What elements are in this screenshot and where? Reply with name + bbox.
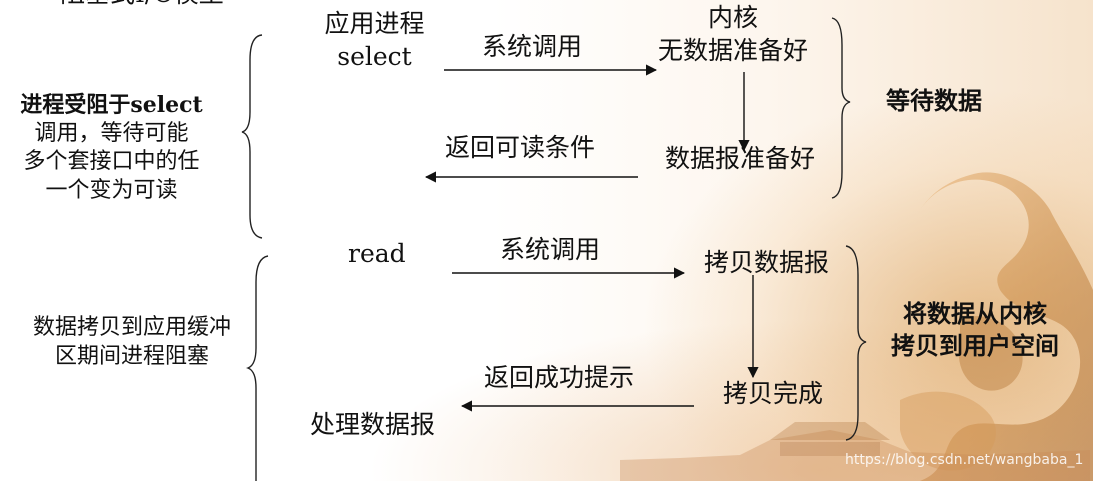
phase1-description: 进程受阻于select 调用，等待可能 多个套接口中的任 一个变为可读	[4, 91, 219, 205]
copy-to-user-label: 将数据从内核 拷贝到用户空间	[870, 298, 1080, 363]
kernel-line2: 无数据准备好	[657, 35, 808, 65]
watermark-text: https://blog.csdn.net/wangbaba_1	[845, 452, 1084, 468]
right-brace-phase1	[831, 17, 851, 199]
phase1-desc-line: 多个套接口中的任	[23, 149, 200, 175]
copy-to-user-line1: 将数据从内核	[903, 299, 1047, 328]
app-process-line1: 应用进程	[324, 9, 425, 38]
palace-roof-image	[620, 422, 1090, 481]
left-brace-phase1	[241, 34, 263, 239]
wait-data-label: 等待数据	[886, 86, 982, 115]
copy-datagram-label: 拷贝数据报	[704, 248, 830, 277]
copy-to-user-line2: 拷贝到用户空间	[891, 331, 1059, 361]
process-datagram-label: 处理数据报	[310, 410, 436, 439]
phase2-desc-line: 数据拷贝到应用缓冲	[32, 315, 231, 340]
kernel-line1: 内核	[707, 3, 758, 32]
phase2-desc-line: 区期间进程阻塞	[54, 343, 209, 369]
return-readable-label: 返回可读条件	[445, 133, 596, 162]
phase1-desc-line: 进程受阻于select	[20, 92, 203, 118]
phase2-description: 数据拷贝到应用缓冲 区期间进程阻塞	[12, 314, 252, 371]
phase1-desc-line: 一个变为可读	[45, 177, 178, 203]
top-cut-title: 阻塞式I/O模型	[60, 0, 224, 9]
dragon-statue-image	[900, 172, 1093, 481]
left-brace-phase2	[246, 255, 269, 481]
syscall-label-2: 系统调用	[500, 235, 601, 264]
copy-done-label: 拷贝完成	[723, 379, 824, 408]
syscall-label-1: 系统调用	[482, 32, 583, 61]
return-success-label: 返回成功提示	[484, 363, 635, 392]
read-label: read	[348, 239, 406, 268]
app-process-line2: select	[337, 41, 412, 71]
datagram-ready-label: 数据报准备好	[665, 144, 816, 173]
app-process-label: 应用进程 select	[312, 9, 437, 72]
phase1-desc-line: 调用，等待可能	[34, 120, 189, 146]
kernel-label: 内核 无数据准备好	[644, 3, 822, 66]
right-brace-phase2	[845, 245, 867, 441]
